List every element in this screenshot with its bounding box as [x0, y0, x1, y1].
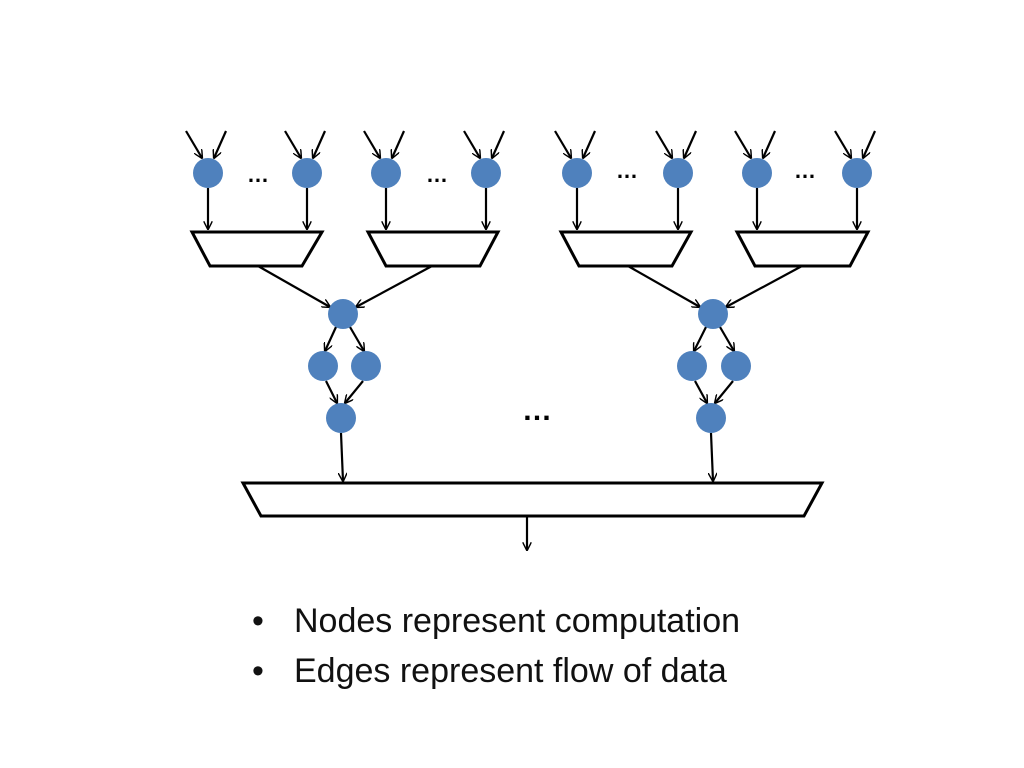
edge-arrow [715, 380, 734, 403]
bullet-list: • Nodes represent computation • Edges repr… [252, 596, 740, 696]
edge-arrow [711, 432, 713, 481]
edge-arrow [583, 130, 597, 158]
edge-arrow [726, 265, 803, 307]
bullet-text: Nodes represent computation [294, 602, 741, 640]
node [193, 158, 223, 188]
edge-arrow [345, 380, 364, 403]
edge-arrow [185, 130, 202, 158]
merge-block [558, 230, 694, 268]
edge-arrow [627, 265, 700, 307]
edge-arrow [325, 380, 337, 403]
edge-arrow [325, 326, 337, 351]
merge-block [365, 230, 501, 268]
bullet-marker: • [252, 652, 264, 690]
ellipsis-label: … [247, 162, 269, 187]
merge-block [734, 230, 871, 268]
bullet-item-edges: • Edges represent flow of data [252, 646, 740, 696]
edge-arrow [694, 380, 707, 403]
node [742, 158, 772, 188]
bullet-item-nodes: • Nodes represent computation [252, 596, 740, 646]
ellipsis-label: … [426, 162, 448, 187]
node [721, 351, 751, 381]
edge-arrow [734, 130, 751, 158]
edge-arrow [341, 432, 343, 481]
ellipsis-label: … [616, 158, 638, 183]
edge-arrow [492, 130, 506, 158]
edge-arrow [684, 130, 698, 158]
node [842, 158, 872, 188]
node [351, 351, 381, 381]
edges [185, 130, 877, 550]
ellipsis-label: … [522, 394, 552, 427]
bullet-text: Edges represent flow of data [294, 652, 727, 690]
edge-arrow [834, 130, 851, 158]
edge-arrow [863, 130, 877, 158]
node [677, 351, 707, 381]
node [328, 299, 358, 329]
edge-arrow [313, 130, 327, 158]
edge-arrow [763, 130, 777, 158]
edge-arrow [655, 130, 672, 158]
merge-block [240, 481, 825, 518]
node [698, 299, 728, 329]
edge-arrow [463, 130, 480, 158]
node [562, 158, 592, 188]
node [471, 158, 501, 188]
merge-block [189, 230, 325, 268]
edge-arrow [214, 130, 228, 158]
edge-arrow [349, 326, 364, 351]
edge-arrow [392, 130, 406, 158]
bullet-marker: • [252, 602, 264, 640]
edge-arrow [284, 130, 301, 158]
node [696, 403, 726, 433]
edge-arrow [694, 326, 707, 351]
edge-arrow [356, 265, 433, 307]
shapes [189, 158, 872, 518]
node [308, 351, 338, 381]
ellipsis-label: … [794, 158, 816, 183]
edge-arrow [719, 326, 734, 351]
edge-arrow [363, 130, 380, 158]
node [326, 403, 356, 433]
ellipsis-labels: … … … … … [247, 158, 816, 427]
node [292, 158, 322, 188]
edge-arrow [257, 265, 330, 307]
edge-arrow [554, 130, 571, 158]
node [663, 158, 693, 188]
node [371, 158, 401, 188]
